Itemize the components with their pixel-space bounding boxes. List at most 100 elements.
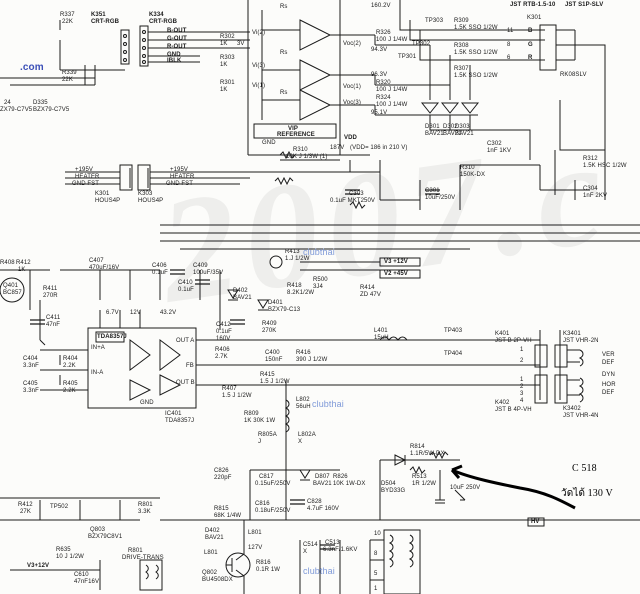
label-r412: R412: [16, 260, 31, 266]
label-k401-value: JST B 2P-VH: [495, 338, 532, 344]
label-96v: 96.3V: [371, 72, 388, 78]
label-drive-trans: DRIVE-TRANS: [122, 555, 164, 561]
label-r308: R308: [454, 43, 469, 49]
label-def-2: DEF: [602, 390, 615, 396]
label-r409: R409: [262, 321, 277, 327]
watermark-clubthai-1: clubthai: [303, 247, 335, 257]
label-r406: R406: [215, 347, 230, 353]
label-k402: K402: [495, 400, 510, 406]
label-160v: 160.2V: [371, 3, 391, 9]
label-vdd-range: (VDD= 186 in 210 V): [350, 145, 408, 151]
label-c513: C513: [325, 540, 340, 546]
label-r500: R500: [313, 277, 328, 283]
label-l802a: L802A: [298, 432, 316, 438]
label-c404: C404: [23, 356, 38, 362]
label-ic-pin-fb: FB: [186, 363, 194, 369]
label-c411-value: 47nF: [46, 322, 61, 328]
label-c404-value: 3.3nF: [23, 363, 39, 369]
label-c610: C610: [74, 572, 89, 578]
label-l802: L802: [296, 397, 310, 403]
label-l802-value: 56uH: [296, 404, 311, 410]
label-c412: C412: [216, 322, 231, 328]
label-ic-pin-outa: OUT A: [176, 338, 195, 344]
label-tp404: TP404: [444, 351, 463, 357]
label-r303: R303: [220, 55, 235, 61]
label-d402b-value: BAV21: [205, 535, 224, 541]
label-c513-value: 6.3nF/1.6KV: [323, 547, 358, 553]
label-q802: Q802: [202, 570, 218, 576]
label-l801-value: 127V: [248, 545, 263, 551]
label-6-7v: 6.7V: [106, 310, 119, 316]
label-r320: R320: [376, 80, 391, 86]
drive-transformer: [139, 559, 163, 591]
label-c518-spec: 10uF 250V: [450, 485, 481, 491]
label-r: R: [528, 55, 533, 61]
label-hor: HOR: [602, 382, 616, 388]
label-r301: R301: [220, 80, 235, 86]
label-r412b: R412: [18, 502, 33, 508]
label-k3402-value: JST VHR-4N: [563, 413, 599, 419]
label-g-out: G-OUT: [167, 36, 187, 42]
label-c405-value: 3.3nF: [23, 388, 39, 394]
label-r307-value: 1.5K SSO 1/2W: [454, 73, 498, 79]
label-l401-value: 15uH: [374, 335, 389, 341]
label-k3402: K3402: [563, 406, 581, 412]
label-r326: R326: [376, 30, 391, 36]
label-c304-value: 1nF 2KV: [583, 193, 608, 199]
label-b-out: B-OUT: [167, 28, 187, 34]
label-187v: 187V: [330, 145, 345, 151]
label-c302: C302: [487, 141, 502, 147]
label-q802-value: BU4508DX: [202, 577, 233, 583]
label-r513: R513: [412, 474, 427, 480]
label-v2-45v: V2 +45V: [384, 271, 408, 277]
k401-connector: [534, 344, 548, 368]
label-c405: C405: [23, 381, 38, 387]
label-c411: C411: [46, 315, 61, 321]
label-d402b: D402: [205, 528, 220, 534]
watermark-clubthai-3: clubthai: [303, 566, 335, 576]
label-c410-value: 0.1uF: [178, 287, 194, 293]
label-d24: 24: [4, 100, 11, 106]
label-r809-value: 1K 30K 1W: [244, 418, 276, 424]
annotation-part: C 518: [572, 463, 597, 474]
label-r418-value: 8.2K1/2W: [287, 290, 315, 296]
label-c412-value: 0.1uF: [216, 329, 232, 335]
label-rs-3: Rs: [280, 90, 288, 96]
label-k334-name: CRT-RGB: [149, 19, 178, 25]
label-43-2v: 43.2V: [160, 310, 177, 316]
label-r801b: R801: [128, 548, 143, 554]
label-r413-value: 1.J 1/2W: [285, 256, 310, 262]
label-ic-pin-ina2: IN-A: [91, 370, 104, 376]
label-r326-value: 100 J 1/4W: [376, 37, 408, 43]
label-r416: R416: [296, 350, 311, 356]
label-r308-value: 1.5K SSO 1/2W: [454, 50, 498, 56]
ic401-box: [87, 327, 197, 409]
label-c400-value: 150nF: [265, 357, 283, 363]
label-r303-value: 1K: [220, 62, 228, 68]
label-r309-value: 1.5K SSO 1/2W: [454, 25, 498, 31]
label-pin-11: 11: [507, 28, 514, 34]
label-d402-value: BAV21: [233, 295, 252, 301]
label-d303-value: BAV21: [455, 131, 474, 137]
label-r500-value: 3J4: [313, 284, 323, 290]
label-pin-5: 5: [374, 571, 378, 577]
label-tp302: TP302: [412, 41, 431, 47]
label-r816-value: 0.1R 1W: [256, 567, 281, 573]
label-vi1: Vi(1): [252, 83, 266, 89]
label-r307: R307: [454, 66, 469, 72]
label-rs-2: Rs: [280, 50, 288, 56]
label-c826-value: 220pF: [214, 475, 232, 481]
label-c409: C409: [193, 263, 208, 269]
label-d401-value: BZX79-C13: [268, 307, 301, 313]
vip-reference-box: [253, 123, 337, 139]
label-d302: D302: [443, 124, 458, 130]
annotation-note: วัดได้ 130 V: [561, 488, 613, 499]
label-r309: R309: [454, 18, 469, 24]
label-c817: C817: [259, 474, 274, 480]
label-k351-name: CRT-RGB: [91, 19, 120, 25]
label-vip-reference: REFERENCE: [277, 132, 315, 138]
label-vi2: Vi(2): [252, 30, 266, 36]
label-k402-value: JST B 4P-VH: [495, 407, 532, 413]
label-d807-value: BAV21: [313, 481, 332, 487]
